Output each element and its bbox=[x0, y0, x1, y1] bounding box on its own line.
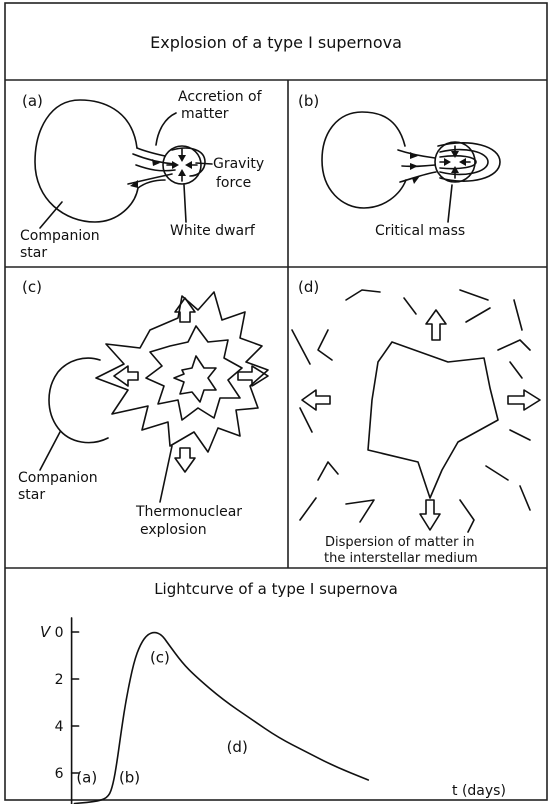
arrow-icon bbox=[444, 158, 451, 166]
debris bbox=[318, 330, 332, 360]
companion-star bbox=[322, 112, 406, 208]
label-interstellar: the interstellar medium bbox=[324, 551, 478, 566]
chart-axes: 024680100200 bbox=[55, 618, 410, 804]
label-thermonuclear: Thermonuclear bbox=[135, 504, 242, 520]
lightcurve-chart: Lightcurve of a type I supernova V t (da… bbox=[40, 580, 506, 804]
debris bbox=[300, 408, 312, 432]
debris bbox=[318, 462, 338, 480]
debris bbox=[510, 362, 522, 378]
debris bbox=[346, 290, 380, 300]
arrow-icon bbox=[451, 151, 459, 158]
debris bbox=[486, 466, 508, 480]
label-dispersion: Dispersion of matter in bbox=[325, 535, 475, 550]
arrow-icon bbox=[152, 159, 160, 166]
arrow-icon bbox=[410, 163, 418, 170]
label-gravity: Gravity bbox=[213, 156, 264, 172]
label-white-dwarf: White dwarf bbox=[170, 223, 256, 239]
panel-d: (d) Dispersion of matter in the interste… bbox=[292, 278, 540, 566]
panel-c: (c) Companion star Thermonuclear explosi… bbox=[18, 278, 268, 538]
arrow-up-icon bbox=[426, 310, 446, 340]
debris bbox=[466, 308, 490, 322]
label-companion-star: Companion bbox=[20, 228, 100, 244]
arrow-icon bbox=[178, 155, 186, 162]
arrow-right-icon bbox=[508, 390, 540, 410]
phase-label: (c) bbox=[150, 649, 170, 667]
label-star: star bbox=[18, 487, 45, 503]
arrow-left-icon bbox=[302, 390, 330, 410]
panel-a: (a) Accretion of matter Gravity force Co… bbox=[20, 89, 264, 261]
debris bbox=[498, 340, 530, 350]
chart-title: Lightcurve of a type I supernova bbox=[154, 580, 398, 598]
companion-star bbox=[49, 358, 108, 442]
debris bbox=[514, 300, 522, 330]
remnant-shell bbox=[368, 342, 498, 498]
label-star: star bbox=[20, 245, 47, 261]
figure-title: Explosion of a type I supernova bbox=[150, 33, 402, 52]
panel-tag-d: (d) bbox=[298, 278, 319, 296]
arrow-icon bbox=[178, 169, 186, 176]
y-tick-label: 2 bbox=[55, 672, 64, 688]
phase-label: (b) bbox=[119, 768, 140, 786]
debris bbox=[510, 430, 530, 440]
arrow-icon bbox=[410, 152, 418, 159]
y-tick-label: 4 bbox=[55, 719, 64, 735]
arrow-down-icon bbox=[175, 448, 195, 472]
chart-marks: (a) (b) (c) (d) bbox=[74, 633, 368, 804]
explosion-middle bbox=[146, 326, 242, 420]
debris bbox=[300, 498, 316, 520]
arrow-icon bbox=[459, 158, 466, 166]
x-axis-label: t (days) bbox=[452, 783, 506, 799]
phase-label: (d) bbox=[227, 738, 248, 756]
y-axis-label: V bbox=[40, 623, 52, 641]
debris bbox=[404, 298, 416, 314]
explosion-inner bbox=[174, 356, 216, 402]
arrow-icon bbox=[451, 166, 459, 173]
panel-tag-c: (c) bbox=[22, 278, 42, 296]
debris bbox=[346, 500, 374, 522]
panel-tag-a: (a) bbox=[22, 92, 43, 110]
label-explosion: explosion bbox=[140, 522, 207, 538]
companion-star bbox=[35, 100, 165, 222]
y-tick-label: 6 bbox=[55, 766, 64, 782]
phase-label: (a) bbox=[76, 768, 97, 786]
y-tick-label: 0 bbox=[55, 625, 64, 641]
debris bbox=[460, 290, 488, 300]
arrow-left-icon bbox=[114, 366, 138, 386]
label-matter: matter bbox=[181, 106, 229, 122]
label-accretion: Accretion of bbox=[178, 89, 263, 105]
arrow-icon bbox=[172, 161, 179, 169]
label-companion-star: Companion bbox=[18, 470, 98, 486]
label-critical-mass: Critical mass bbox=[375, 223, 465, 239]
label-force: force bbox=[216, 175, 251, 191]
panel-tag-b: (b) bbox=[298, 92, 319, 110]
debris bbox=[292, 330, 310, 364]
outer-frame bbox=[5, 3, 547, 800]
panel-b: (b) Critical mass bbox=[298, 92, 500, 239]
arrow-down-icon bbox=[420, 500, 440, 530]
debris bbox=[460, 500, 474, 532]
arrow-icon bbox=[185, 161, 192, 169]
debris bbox=[520, 486, 530, 510]
